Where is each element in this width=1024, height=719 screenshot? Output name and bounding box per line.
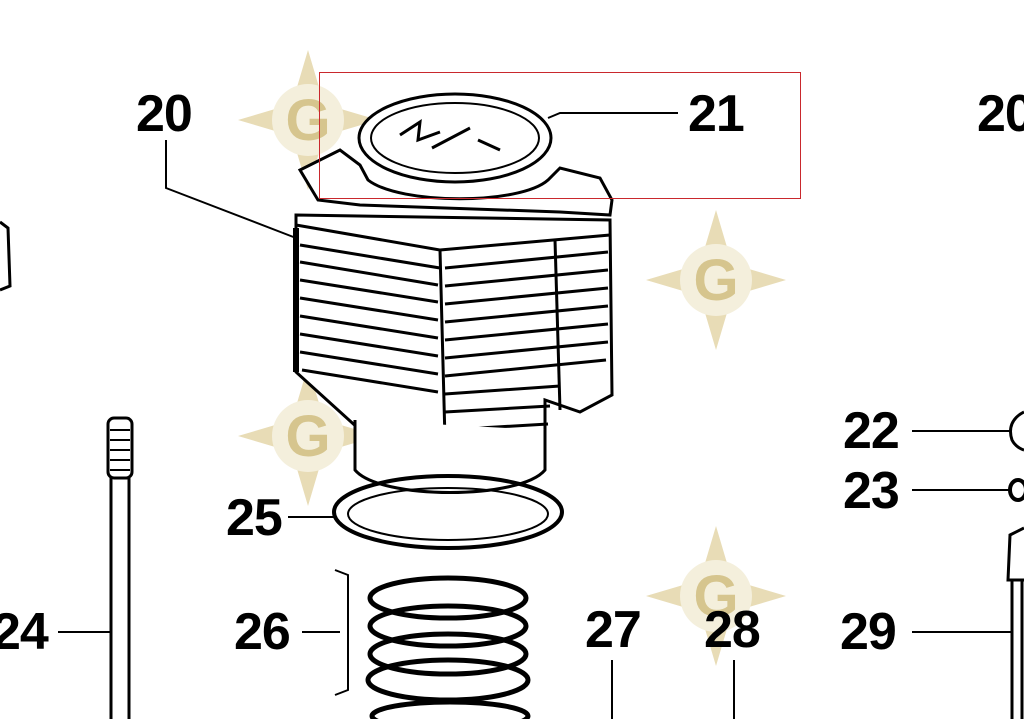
part-label-29: 29 (840, 603, 897, 661)
part-label-20: 20 (136, 85, 193, 143)
highlight-box-part-21 (319, 72, 801, 199)
partial-part-outline (0, 220, 12, 292)
part-label-21: 21 (688, 85, 745, 143)
part-label-20-right: 20 (977, 85, 1024, 143)
cylinder-body (293, 148, 614, 494)
piston-rings (334, 569, 531, 719)
piston-top (357, 92, 553, 184)
part-label-27: 27 (585, 601, 642, 659)
part-label-25: 25 (226, 489, 283, 547)
leader-lines (58, 112, 1012, 719)
stud-bolt (106, 416, 134, 719)
cylinder-gasket (332, 474, 564, 550)
watermark-logo-icon (646, 210, 786, 350)
part-label-24: 24 (0, 603, 49, 661)
right-side-parts (1006, 410, 1024, 719)
part-label-28: 28 (704, 601, 761, 659)
part-label-26: 26 (234, 603, 291, 661)
part-label-22: 22 (843, 402, 900, 460)
part-label-23: 23 (843, 462, 900, 520)
